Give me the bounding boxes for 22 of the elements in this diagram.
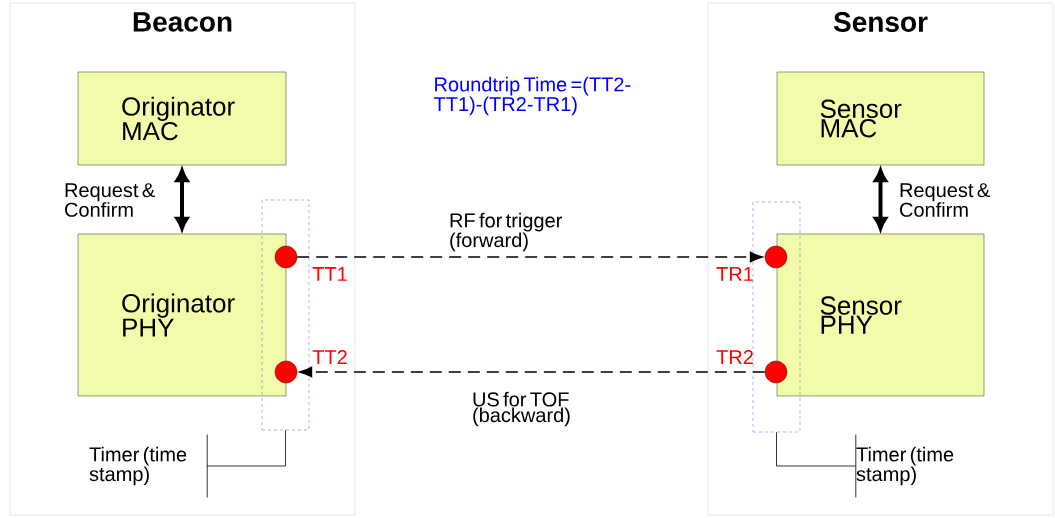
formula-label: Roundtrip Time =(TT2-TT1)-(TR2-TR1) bbox=[433, 76, 631, 116]
dashed-box bbox=[752, 201, 801, 433]
timer-label: Timer (time stamp) bbox=[89, 446, 187, 486]
edge-label: RF for trigger (forward) bbox=[448, 211, 576, 253]
edge-label: US for TOF (backward) bbox=[471, 390, 583, 428]
edge-label: Request & Confirm bbox=[63, 182, 167, 218]
double-arrow bbox=[175, 168, 189, 231]
timestamp-label: TR2 bbox=[716, 350, 753, 364]
dashed-arrow bbox=[296, 251, 763, 263]
layer-box: Originator MAC bbox=[77, 71, 287, 166]
timestamp-label: TR1 bbox=[716, 267, 753, 281]
timer-label: Timer (time stamp) bbox=[856, 446, 954, 486]
dashed-box bbox=[261, 199, 310, 431]
layer-box: Sensor MAC bbox=[776, 71, 985, 166]
layer-box: Sensor PHY bbox=[776, 233, 985, 397]
edge-label: Request & Confirm bbox=[898, 182, 1002, 218]
bracket-line bbox=[776, 431, 857, 467]
timestamp-label: TT1 bbox=[312, 267, 347, 281]
layer-box: Originator PHY bbox=[77, 233, 287, 397]
dashed-arrow bbox=[299, 366, 766, 378]
bracket-line bbox=[206, 429, 286, 467]
timestamp-label: TT2 bbox=[312, 350, 347, 364]
